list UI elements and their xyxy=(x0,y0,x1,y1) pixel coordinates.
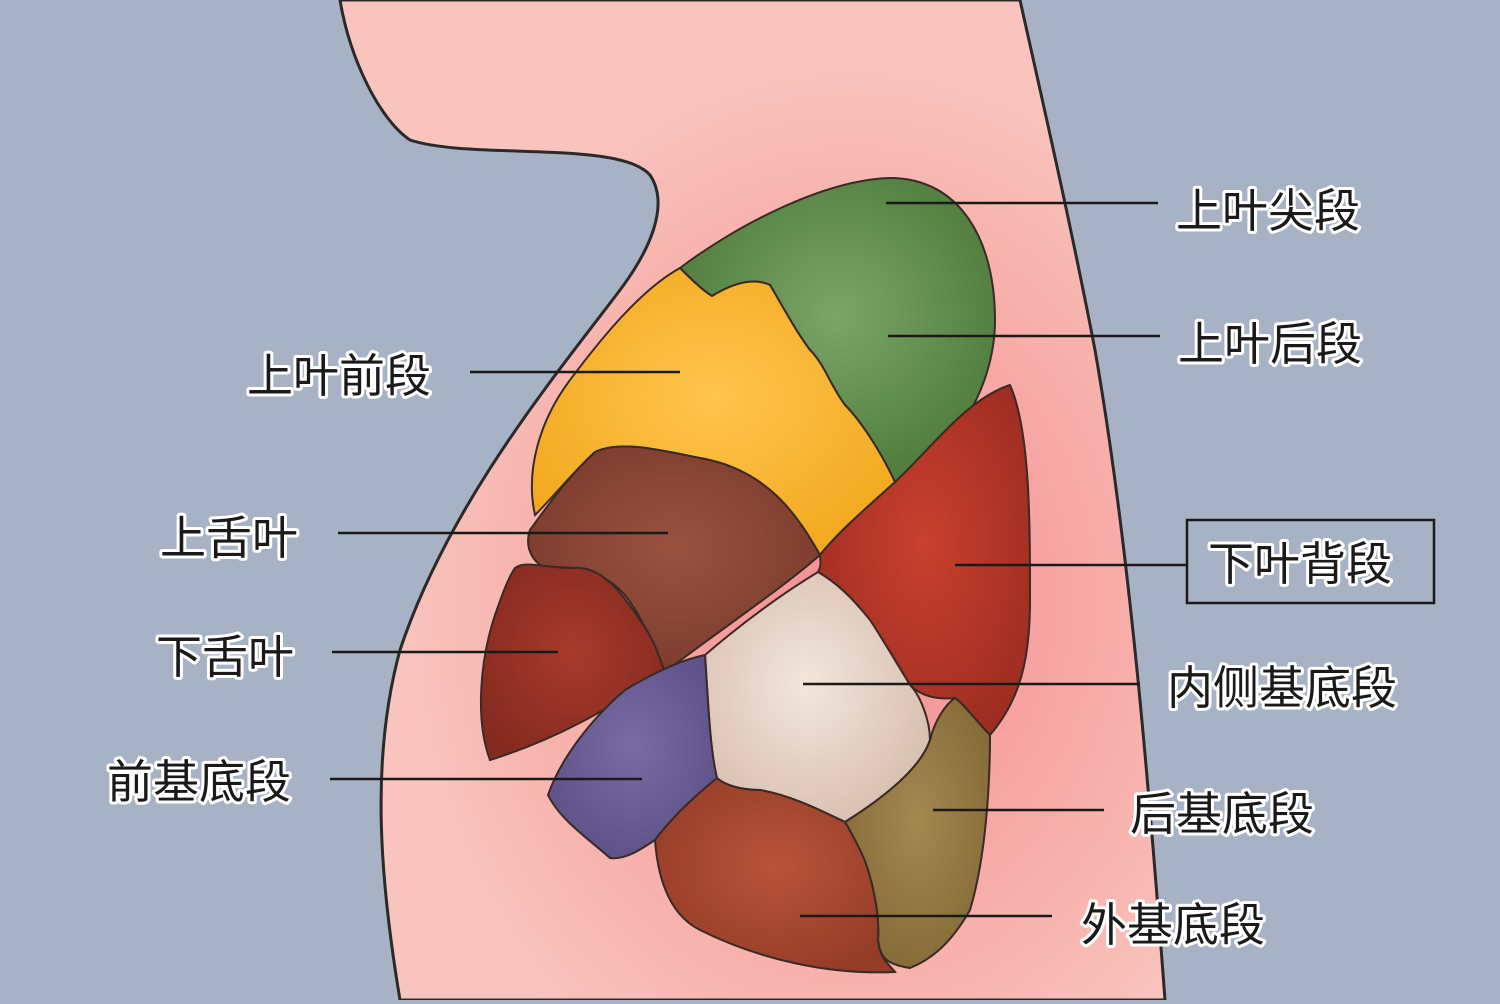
label-superior-lingula: 上舌叶 xyxy=(160,511,298,565)
label-upper-apical: 上叶尖段 xyxy=(1176,184,1360,238)
label-lateral-basal: 外基底段 xyxy=(1081,898,1265,952)
label-upper-anterior: 上叶前段 xyxy=(247,349,431,403)
label-posterior-basal: 后基底段 xyxy=(1130,787,1314,841)
label-inferior-lingula: 下舌叶 xyxy=(156,630,294,684)
segment-anterior-basal xyxy=(546,653,719,860)
highlight-box xyxy=(1185,518,1436,605)
label-upper-posterior: 上叶后段 xyxy=(1178,317,1362,371)
label-anterior-basal: 前基底段 xyxy=(107,755,291,809)
label-lower-superior: 下叶背段 xyxy=(1208,537,1392,591)
segment-lateral-basal xyxy=(653,776,897,974)
label-medial-basal: 内侧基底段 xyxy=(1167,661,1397,715)
